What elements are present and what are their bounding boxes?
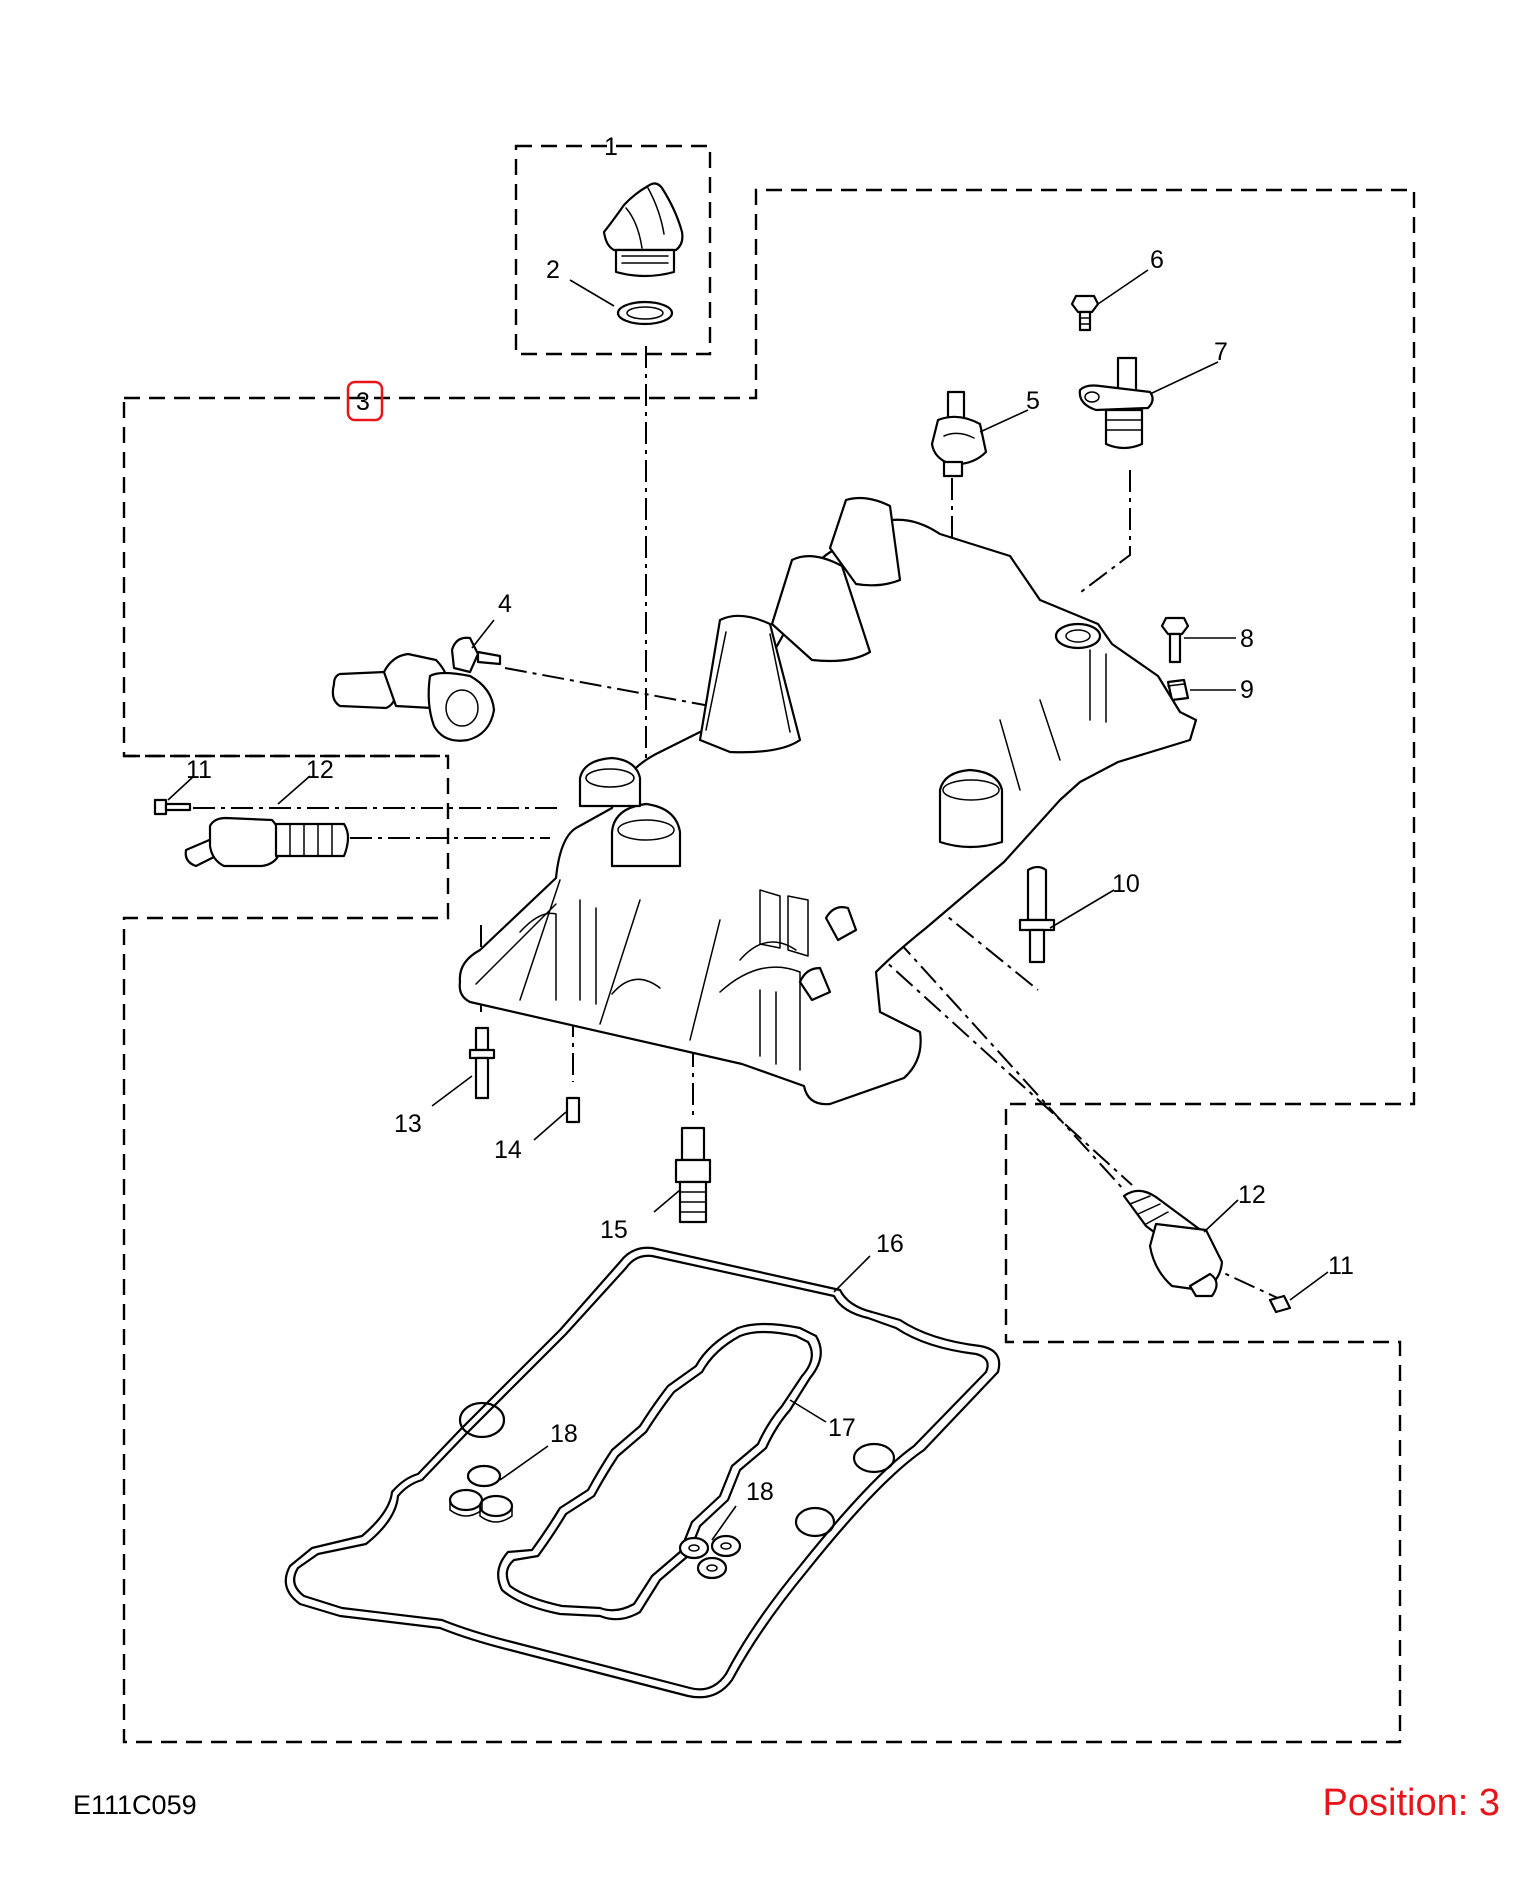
- callout-11-right: 11: [1328, 1252, 1354, 1280]
- line-solenoid-right: [839, 919, 1133, 1186]
- group-boundaries: [122, 144, 1416, 1744]
- position-label: Position: 3: [1322, 1782, 1500, 1824]
- cam-sensor-5-drawing: [930, 390, 988, 478]
- callout-7: 7: [1214, 338, 1228, 366]
- inner-gasket-17-drawing: [497, 1322, 822, 1621]
- callout-1: 1: [604, 133, 618, 161]
- callout-12-right: 12: [1238, 1181, 1266, 1209]
- line-pcv-to-cover: [504, 667, 711, 707]
- callout-10: 10: [1112, 870, 1140, 898]
- dowel-14-drawing: [565, 1096, 581, 1124]
- callout-16: 16: [876, 1230, 904, 1258]
- bolt-13-drawing: [468, 1026, 496, 1100]
- stud-10-drawing: [1018, 865, 1056, 964]
- callout-15: 15: [600, 1216, 628, 1244]
- callout-14: 14: [494, 1136, 522, 1164]
- callout-13: 13: [394, 1110, 422, 1138]
- pcv-valve-drawing: [331, 636, 502, 742]
- oil-filler-cap-group-box: [514, 144, 712, 356]
- line-stud10: [867, 851, 1039, 991]
- solenoid-12-right-drawing: [1122, 1189, 1292, 1314]
- callout-12-upper: 12: [306, 756, 334, 784]
- callout-8: 8: [1240, 625, 1254, 653]
- callout-9: 9: [1240, 676, 1254, 704]
- oil-filler-cap-drawing: [602, 182, 684, 326]
- callout-18-right: 18: [746, 1478, 774, 1506]
- callout-5: 5: [1026, 387, 1040, 415]
- cam-sensor-7-drawing: [1078, 356, 1154, 450]
- cam-cover-drawing: [458, 496, 1198, 1106]
- callout-3-highlight: [346, 380, 384, 422]
- callout-11-upper: 11: [186, 756, 212, 784]
- callout-17: 17: [828, 1414, 856, 1442]
- cam-cover-assembly-box: [122, 188, 1416, 1744]
- callout-18-left: 18: [550, 1420, 578, 1448]
- bolt-6-drawing: [1070, 294, 1100, 332]
- line-solenoid-right-2: [869, 909, 1125, 1191]
- line-sensor7: [1076, 470, 1131, 596]
- callout-numbers: 1 2 3 4 5 6 7 8 9 10 11 12 13 14 15 16 1…: [186, 133, 1354, 1506]
- drawing-code: E111C059: [73, 1790, 197, 1820]
- bolt-8-drawing: [1160, 616, 1190, 664]
- cover-gasket-16-drawing: [284, 1246, 1001, 1699]
- solenoid-12-upper-drawing: [153, 798, 350, 868]
- callout-2: 2: [546, 256, 560, 284]
- callout-4: 4: [498, 590, 512, 618]
- stud-15-drawing: [674, 1126, 712, 1224]
- nut-9-drawing: [1166, 678, 1190, 702]
- seals-18-right-drawing: [678, 1534, 742, 1580]
- seals-18-left-drawing: [448, 1464, 514, 1523]
- callout-3: 3: [356, 388, 370, 416]
- callout-6: 6: [1150, 246, 1164, 274]
- leader-lines: [167, 269, 1329, 1541]
